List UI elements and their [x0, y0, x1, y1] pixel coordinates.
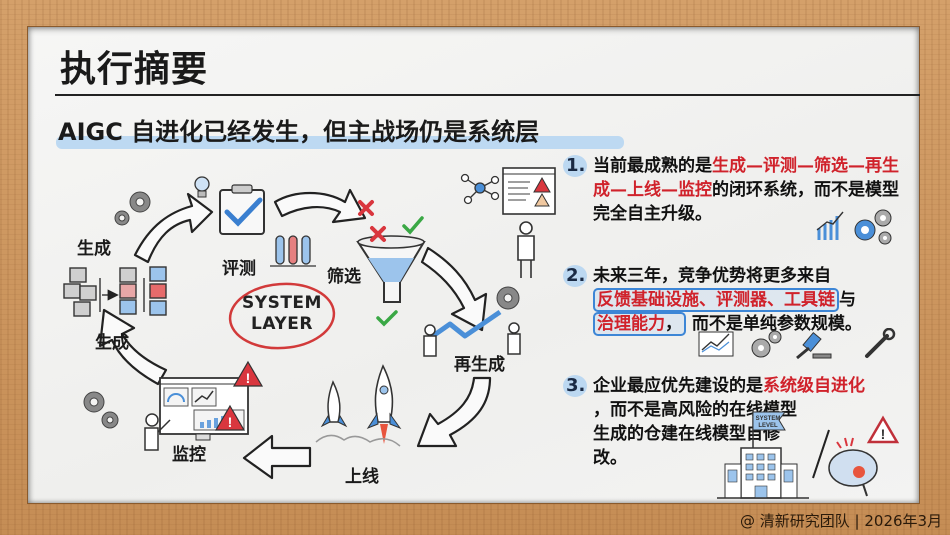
- wrench-icon: [865, 328, 896, 358]
- system-vs-model-illustration: SYSTEM LEVEL !: [717, 410, 900, 499]
- operator-person-icon: [144, 413, 171, 451]
- arrow-evaluate-to-filter: [273, 188, 367, 224]
- svg-text:SYSTEM: SYSTEM: [756, 416, 781, 422]
- monitor-gears-icon: [83, 391, 119, 429]
- line-chart-icon: [698, 331, 734, 357]
- key-points-list: 1. 当前最成熟的是生成—评测—筛选—再生成—上线—监控的闭环系统，而不是模型完…: [563, 150, 908, 499]
- divider-slash: [812, 429, 830, 479]
- stage-label-generate: 生成: [77, 239, 111, 259]
- boxed-highlight-a: 反馈基础设施、评测器、工具链: [593, 288, 839, 312]
- cycle-arrows: ! !: [63, 167, 556, 480]
- subtitle-block: AIGC 自进化已经发生，但主战场仍是系统层: [56, 112, 624, 149]
- monitoring-screen-icon: [159, 377, 249, 441]
- stage-label-monitor: 监控: [172, 445, 206, 465]
- closed-loop-diagram: ! ! 生成 评测 筛选 再生成 上线 监控 生成 SYSTEM LAYER: [40, 150, 560, 500]
- system-layer-label: SYSTEM LAYER: [242, 293, 322, 334]
- chart-gears-icon: [816, 209, 892, 245]
- page-title: 执行摘要: [60, 49, 209, 90]
- arrow-monitor-to-generate: [98, 308, 168, 386]
- regenerate-gear-icon: [496, 286, 520, 310]
- warning-icon: ! !: [214, 360, 264, 431]
- test-tubes-icon: [270, 235, 316, 267]
- gavel-icon: [796, 331, 832, 360]
- svg-text:!: !: [881, 426, 886, 442]
- tooling-icons-row: [698, 328, 896, 360]
- reject-x-icon: [358, 200, 386, 242]
- number-badge: 2.: [563, 265, 587, 287]
- stage-label-evaluate: 评测: [222, 259, 256, 279]
- team-people-icon: [423, 322, 521, 357]
- stage-label-filter: 筛选: [327, 267, 361, 287]
- cubes-icon: [63, 266, 167, 317]
- accept-check-icon: [376, 216, 424, 327]
- arrow-generate-to-evaluate: [133, 192, 214, 264]
- arrow-regenerate-to-deploy: [416, 376, 492, 448]
- svg-text:LEVEL: LEVEL: [758, 423, 778, 429]
- stage-label-generate-2: 生成: [95, 333, 129, 353]
- key-point-2: 2. 未来三年，竞争优势将更多来自 反馈基础设施、评测器、工具链与 治理能力， …: [563, 264, 908, 336]
- presenter-person-icon: [517, 221, 535, 278]
- key-point-3: 3. 企业最应优先建设的是系统级自进化，而不是高风险的在线模型生成的仓建在线模型…: [563, 374, 908, 470]
- rockets-icon: [315, 364, 402, 447]
- gears-icon: [751, 330, 782, 358]
- system-layer-circle: [228, 282, 336, 350]
- growth-arrow-icon: [428, 309, 502, 341]
- highlight-text: 系统级自进化: [763, 376, 865, 396]
- stage-label-deploy: 上线: [345, 467, 379, 487]
- svg-text:!: !: [228, 414, 233, 430]
- subtitle: AIGC 自进化已经发生，但主战场仍是系统层: [58, 118, 540, 146]
- subtitle-highlight: [56, 136, 624, 149]
- svg-text:!: !: [246, 370, 251, 386]
- number-badge: 1.: [563, 155, 587, 177]
- number-badge: 3.: [563, 375, 587, 397]
- title-divider: [55, 94, 920, 96]
- arrow-filter-to-regenerate: [420, 246, 488, 332]
- footer-credit: @ 清新研究团队 | 2026年3月: [740, 512, 943, 530]
- brain-alert-icon: !: [828, 415, 900, 497]
- arrow-deploy-to-monitor: [242, 434, 312, 480]
- clipboard-check-icon: [219, 184, 265, 235]
- boxed-highlight-b: 治理能力: [597, 314, 665, 334]
- network-icon: [460, 173, 500, 205]
- key-point-1: 1. 当前最成熟的是生成—评测—筛选—再生成—上线—监控的闭环系统，而不是模型完…: [563, 154, 908, 226]
- stage-label-regenerate: 再生成: [454, 355, 505, 375]
- highlight-text: 生成—评测—筛选—再生成—上线—监控: [593, 156, 899, 200]
- funnel-icon: [356, 235, 426, 303]
- alert-dashboard-icon: [502, 167, 556, 215]
- building-icon: SYSTEM LEVEL: [717, 410, 809, 499]
- lightbulb-icon: [194, 176, 210, 198]
- gears-icon: [114, 191, 151, 226]
